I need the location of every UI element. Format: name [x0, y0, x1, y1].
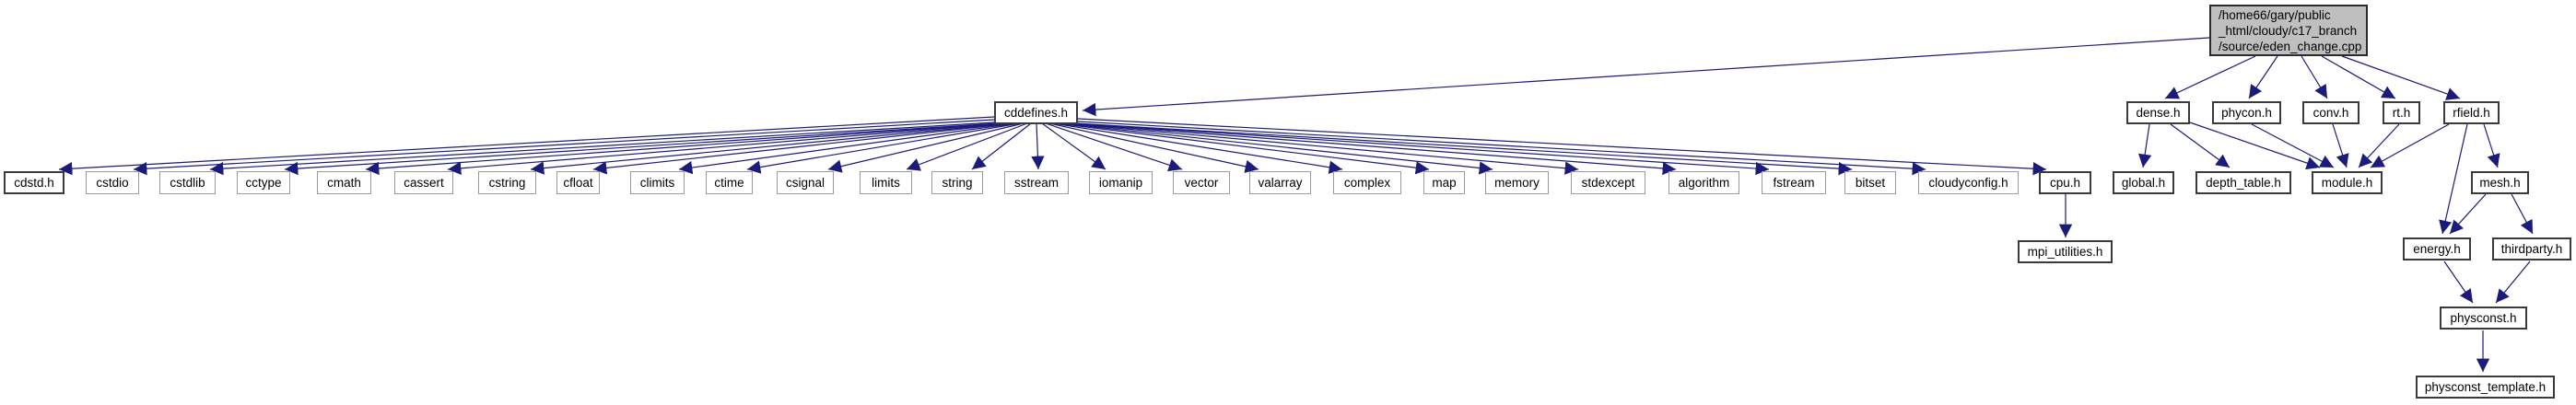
node-sstream: sstream [1004, 171, 1069, 194]
edge-main-conv [2301, 55, 2328, 99]
edge-cddefines-cstring [530, 122, 1010, 175]
edge-main-phycon [2248, 55, 2278, 99]
node-module-h[interactable]: module.h [2312, 171, 2383, 194]
node-rfield-h[interactable]: rfield.h [2443, 101, 2500, 124]
node-cpu-h[interactable]: cpu.h [2039, 171, 2091, 194]
node-cmath: cmath [317, 171, 371, 194]
edge-rfield-module [2370, 123, 2450, 168]
node-iomanip: iomanip [1089, 171, 1153, 194]
node-climits: climits [630, 171, 685, 194]
edge-dense-global [2137, 123, 2152, 168]
node-map: map [1423, 171, 1465, 194]
node-cstdlib: cstdlib [159, 171, 216, 194]
edge-cddefines-fstream [1071, 122, 1770, 176]
edge-main-rt [2321, 55, 2396, 99]
edge-cddefines-sstream [1031, 122, 1045, 170]
edge-cddefines-map [1056, 122, 1430, 175]
edge-rt-module [2358, 123, 2400, 168]
edge-dense-depth_table [2170, 123, 2231, 168]
edge-cddefines-cstdlib [209, 122, 995, 176]
edge-dense-module [2189, 122, 2321, 170]
edge-cddefines-valarray [1048, 122, 1259, 173]
node-mesh-h[interactable]: mesh.h [2471, 171, 2529, 194]
node-phycon-h[interactable]: phycon.h [2212, 101, 2281, 124]
node-bitset: bitset [1844, 171, 1896, 194]
node-mpi-utilities-h[interactable]: mpi_utilities.h [2018, 240, 2113, 263]
node-cdstd-h[interactable]: cdstd.h [4, 171, 64, 194]
node-rt-h[interactable]: rt.h [2383, 101, 2420, 124]
node-cddefines-h[interactable]: cddefines.h [994, 101, 1078, 124]
edge-energy-physconst [2443, 260, 2474, 304]
edge-phycon-module [2251, 123, 2335, 168]
edge-cddefines-algorithm [1067, 122, 1677, 176]
node-physconst-template-h[interactable]: physconst_template.h [2416, 376, 2555, 399]
edge-cddefines-csignal [827, 122, 1025, 173]
node-ctime: ctime [706, 171, 753, 194]
node-cfloat: cfloat [556, 171, 600, 194]
edge-conv-module [2332, 123, 2349, 168]
node-cloudyconfig-h: cloudyconfig.h [1918, 171, 2019, 194]
node-csignal: csignal [777, 171, 834, 194]
edge-cddefines-cpu [1077, 118, 2047, 176]
edge-cddefines-string [971, 122, 1032, 170]
edge-cddefines-cdstd [58, 116, 995, 176]
node-valarray: valarray [1249, 171, 1311, 194]
node-algorithm: algorithm [1669, 171, 1739, 194]
edge-cddefines-ctime [746, 122, 1021, 174]
edge-cddefines-stdexcept [1063, 122, 1579, 175]
node-limits: limits [860, 171, 912, 194]
node-vector: vector [1173, 171, 1230, 194]
edge-cddefines-cfloat [592, 122, 1013, 175]
node-eden-change-cpp: /home66/gary/public _html/cloudy/c17_bra… [2209, 5, 2368, 56]
node-energy-h[interactable]: energy.h [2403, 237, 2471, 260]
edge-mesh-energy [2449, 193, 2487, 235]
edge-mesh-thirdparty [2511, 193, 2534, 235]
edge-main-rfield [2341, 55, 2461, 100]
edge-cddefines-cctype [284, 122, 999, 176]
node-thirdparty-h[interactable]: thirdparty.h [2492, 237, 2571, 260]
edge-cddefines-complex [1052, 122, 1343, 174]
edge-cddefines-bitset [1074, 122, 1853, 176]
edge-main-cddefines [1082, 37, 2210, 117]
node-stdexcept: stdexcept [1571, 171, 1645, 194]
edge-cddefines-vector [1045, 122, 1183, 172]
node-depth-table-h[interactable]: depth_table.h [2195, 171, 2291, 194]
node-cstdio: cstdio [86, 171, 139, 194]
edge-cddefines-cmath [365, 122, 1002, 176]
node-dense-h[interactable]: dense.h [2126, 101, 2190, 124]
node-conv-h[interactable]: conv.h [2302, 101, 2359, 124]
edge-cddefines-iomanip [1041, 122, 1107, 170]
edge-rfield-energy [2439, 123, 2468, 235]
node-cstring: cstring [478, 171, 536, 194]
node-fstream: fstream [1762, 171, 1826, 194]
edge-cddefines-cloudyconfig [1077, 121, 1926, 176]
node-physconst-h[interactable]: physconst.h [2440, 307, 2527, 330]
edge-cddefines-limits [906, 122, 1028, 171]
node-cctype: cctype [237, 171, 290, 194]
node-complex: complex [1333, 171, 1401, 194]
node-string: string [931, 171, 983, 194]
edge-main-dense [2164, 55, 2256, 99]
node-cassert: cassert [394, 171, 453, 194]
edge-cddefines-climits [678, 122, 1017, 175]
node-memory: memory [1485, 171, 1549, 194]
node-global-h[interactable]: global.h [2113, 171, 2174, 194]
edge-thirdparty-physconst [2495, 260, 2531, 304]
edge-rfield-mesh [2483, 123, 2500, 168]
edge-cddefines-cstdio [133, 119, 995, 176]
edge-cddefines-memory [1060, 122, 1493, 175]
